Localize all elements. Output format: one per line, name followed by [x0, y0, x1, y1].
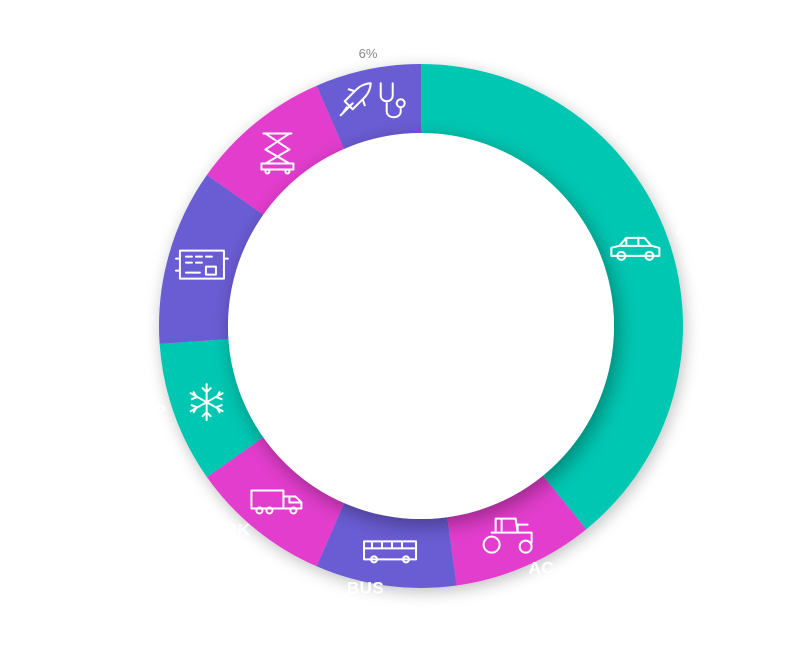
- snowflake-icon: [189, 383, 224, 422]
- scissor-lift-icon: [260, 132, 295, 175]
- slice-label-4-0: UP: [142, 401, 167, 420]
- slice-3: [206, 437, 345, 567]
- circuit-board-icon: [174, 249, 229, 280]
- slice-label-5: S: [149, 238, 161, 257]
- slice-6: [206, 85, 345, 215]
- slice-label-6: RM: [223, 102, 250, 121]
- tractor-icon: [482, 517, 533, 554]
- slice-label-3: RUCK: [199, 520, 250, 539]
- slice-2: [316, 503, 457, 588]
- rocket-stethoscope-icon: [339, 82, 406, 119]
- car-icon: [610, 236, 661, 261]
- icons-group: [174, 82, 661, 564]
- slice-label-2: BUS: [347, 578, 384, 597]
- donut-hole: [228, 133, 614, 519]
- slice-0: [421, 64, 683, 530]
- truck-icon: [250, 489, 303, 515]
- slice-label-1: AC: [529, 559, 555, 578]
- slice-4: [159, 339, 264, 478]
- slice-label-0: AC: [675, 221, 701, 240]
- annotation-6-percent: 6%: [359, 46, 378, 61]
- slice-7: [316, 64, 421, 149]
- slice-5: [158, 174, 264, 344]
- bus-icon: [363, 540, 418, 564]
- slice-label-4-1: L: [156, 425, 167, 444]
- slices-group: [158, 64, 683, 588]
- labels-group: AC AC BUS RUCK UP L S RM 6%: [142, 46, 701, 597]
